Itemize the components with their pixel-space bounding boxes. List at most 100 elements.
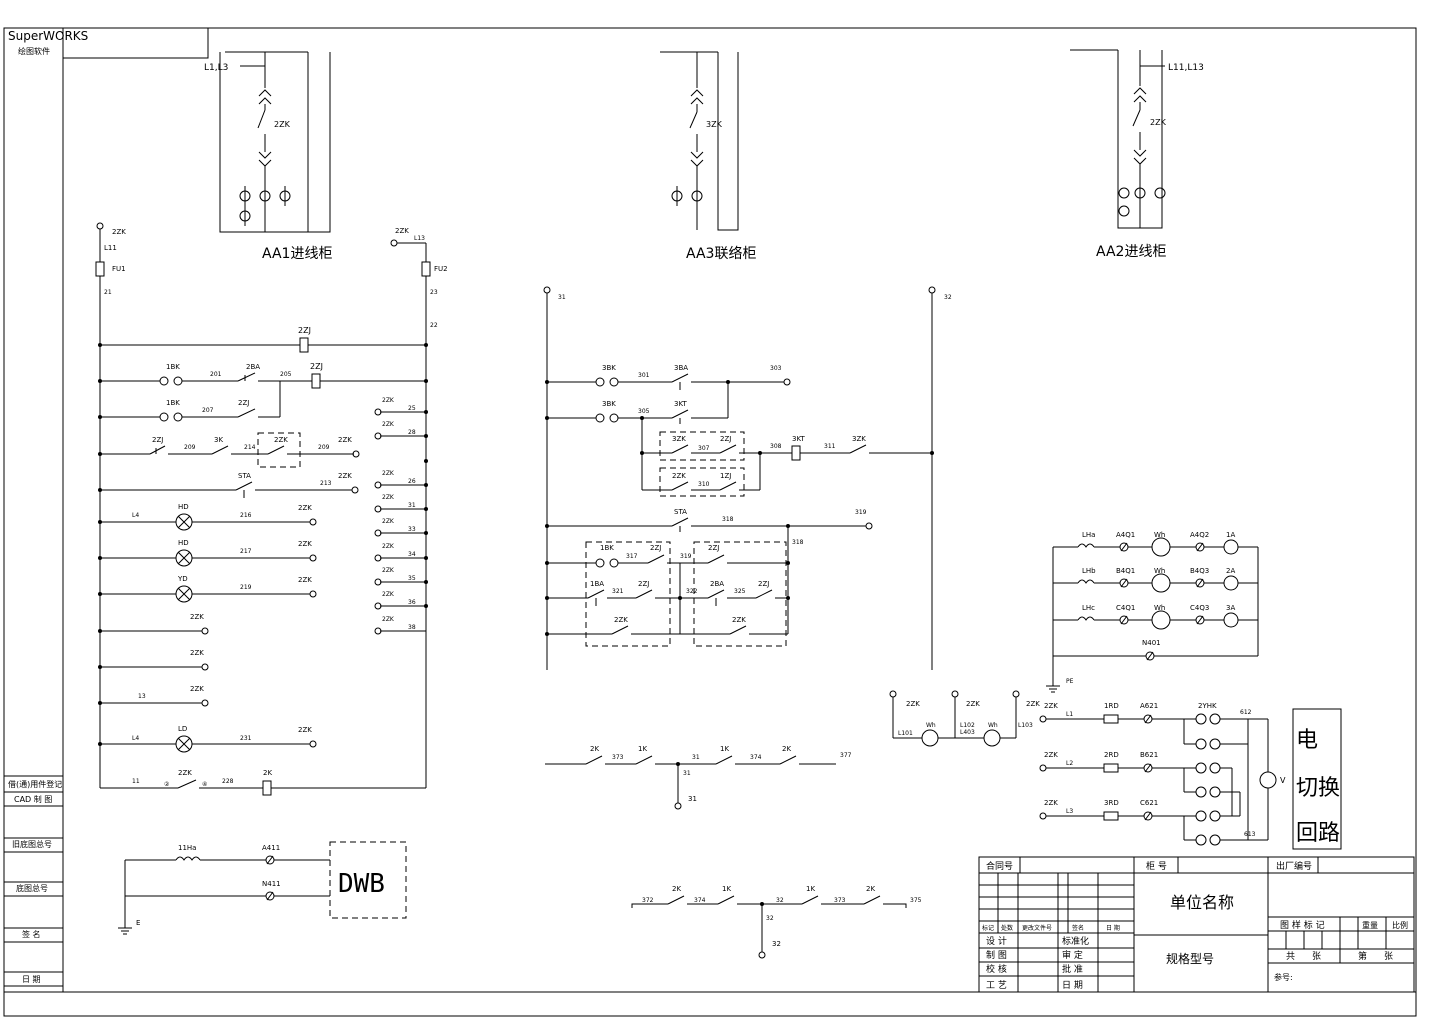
lc-r8-end: 2ZK	[190, 613, 204, 621]
lc-r6-end: 2ZK	[298, 540, 312, 548]
lc-r7-end: 2ZK	[298, 576, 312, 584]
side-title: 电 切换 回路	[1292, 708, 1342, 850]
left-control-circuit: 2ZK L11 FU1 21 2ZK L13 FU2 23 22 2ZJ 1BK…	[95, 222, 448, 796]
lc-top-label-2: L11	[104, 244, 117, 252]
lc-relay: 2ZJ	[298, 326, 311, 335]
margin-label-5: 签 名	[22, 929, 41, 939]
meter-r1-b: A4Q2	[1190, 531, 1209, 539]
lc-r3-sw: 3K	[214, 436, 223, 444]
mc2-h: 32	[766, 915, 774, 922]
vm-r5-l: L3	[1066, 808, 1073, 815]
lc-r3-sw2: 2ZK	[274, 436, 288, 444]
panel-aa3: 3ZK AA3联络柜	[660, 51, 756, 262]
tb-role2-1: 标准化	[1062, 935, 1089, 947]
lc-r2-a: 1BK	[166, 399, 180, 407]
aa3-title: AA3联络柜	[686, 246, 756, 262]
mini-circuit-2: 372 2K 374 1K 32 1K 373 2K 375 32 32	[631, 885, 922, 959]
vm-r3-a: 2ZK	[1044, 751, 1058, 759]
tb-role2-3: 批 准	[1062, 963, 1083, 975]
lc-r11-end: 2ZK	[298, 726, 312, 734]
lc-r1-w: 201	[210, 371, 222, 378]
tb-role2-2: 审 定	[1062, 949, 1083, 961]
center-circuit: 31 32 3BK 301 3BA 303 3BK 305 3KT	[543, 286, 952, 670]
vm-r5-a: 2ZK	[1044, 799, 1058, 807]
meter-r3-wh: Wh	[1154, 604, 1165, 612]
logo-brand: SuperWORKS	[8, 29, 88, 43]
cc-r7-a: 1BA	[590, 580, 604, 588]
lc-rt-3: 2ZK	[382, 470, 395, 477]
voltmeter-circuit: 2ZK Wh L101 2ZK L102 L403 Wh 2ZK L103	[889, 690, 1286, 846]
tb-col1-1: 标记	[982, 924, 994, 932]
tb-weight: 重量	[1362, 920, 1378, 930]
logo-subtitle: 绘图软件	[18, 46, 50, 56]
vm-r5-fu: 3RD	[1104, 799, 1119, 807]
meter-r3-m: 3A	[1226, 604, 1235, 612]
tb-unit: 单位名称	[1170, 893, 1234, 912]
tb-sheets: 张	[1312, 951, 1321, 962]
vm-top-l: L101	[898, 730, 913, 737]
vm-top-b: 2ZK	[966, 700, 980, 708]
dwb-circuit: DWB 11Ha A411 N411 E	[118, 841, 407, 935]
mc1-g: 31	[688, 795, 697, 803]
mc2-c: 1K	[722, 885, 731, 893]
mc2-e: 2K	[866, 885, 875, 893]
vm-r1-fu: 1RD	[1104, 702, 1119, 710]
lc-r2-sw: 2ZJ	[238, 399, 249, 407]
dwb-ct: 11Ha	[178, 844, 196, 852]
lc-rn-1: 25	[408, 405, 416, 412]
meter-r2-ct: LHb	[1082, 567, 1096, 575]
cc-r6-a: 1BK	[600, 544, 614, 552]
mc1-w2: 374	[750, 754, 762, 761]
lc-right-terminals: 2ZK 2ZK 2ZK 2ZK 2ZK 2ZK 2ZK 2ZK 2ZK 25 2…	[374, 397, 426, 635]
tb-col1-3: 更改文件号	[1022, 924, 1052, 932]
mc1-f: 31	[683, 770, 691, 777]
vm-r1-a: 2ZK	[1044, 702, 1058, 710]
lc-rn-4: 31	[408, 502, 416, 509]
mini-circuit-1: 2K 373 1K 31 1K 374 2K 377 31 31	[545, 745, 852, 810]
lc-r10-end: 2ZK	[190, 685, 204, 693]
cc-r4-c2: 1ZJ	[720, 472, 731, 480]
meter-r3-b: C4Q3	[1190, 604, 1209, 612]
mc1-d: 2K	[782, 745, 791, 753]
aa2-breaker: 2ZK	[1150, 118, 1167, 127]
vm-top-c: L102	[960, 722, 975, 729]
aa1-breaker: 2ZK	[274, 120, 291, 129]
mc1-w: 373	[612, 754, 624, 761]
panel-aa2: L11,L13 2ZK AA2进线柜	[1070, 49, 1204, 260]
title-block: 合同号 柜 号 出厂编号 单位名称 规格型号 标记 处数 更改文件号 签名 日 …	[978, 856, 1415, 993]
cc-r5-w: 318	[722, 516, 734, 523]
metering-circuit: LHa A4Q1 Wh A4Q2 1A LHb B4Q1 Wh B4Q3 2A …	[1046, 531, 1259, 693]
lc-r7-w: 219	[240, 584, 252, 591]
cc-r4-c1: 2ZK	[672, 472, 686, 480]
vm-top-e: 2ZK	[1026, 700, 1040, 708]
lc-top-label-9: 22	[430, 322, 438, 329]
lc-r1-coil: 2ZJ	[310, 362, 323, 371]
cc-r8-c2: 2ZK	[732, 616, 746, 624]
cc-r7-w: 321	[612, 588, 624, 595]
tb-role-4: 工 艺	[986, 980, 1007, 991]
cc-r4-w: 310	[698, 481, 710, 488]
mc2-n: 32	[776, 897, 784, 904]
dwb-label: DWB	[338, 869, 385, 899]
lc-rn-9: 38	[408, 624, 416, 631]
lc-r12-n1: ②	[164, 781, 170, 788]
cc-r6-c2: 2ZJ	[708, 544, 719, 552]
lc-top-label-5: 2ZK	[395, 227, 409, 235]
tb-total: 共	[1286, 951, 1295, 962]
dwb-n: N411	[262, 880, 281, 888]
lc-rt-1: 2ZK	[382, 397, 395, 404]
vm-r1-sw: 2YHK	[1198, 702, 1217, 710]
aa2-title: AA2进线柜	[1096, 244, 1166, 260]
lc-r5-a: L4	[132, 512, 139, 519]
cc-r3-sw: 3ZK	[852, 435, 866, 443]
tb-role-1: 设 计	[986, 935, 1007, 947]
cc-r2-w: 305	[638, 408, 650, 415]
mc1-a: 2K	[590, 745, 599, 753]
mc2-f: 375	[910, 897, 922, 904]
lc-r4-w: 213	[320, 480, 332, 487]
vm-r5-w: C621	[1140, 799, 1158, 807]
mc2-a: 372	[642, 897, 654, 904]
vm-top-wh: Wh	[926, 722, 936, 729]
inner-frame	[62, 27, 1417, 993]
mc1-n: 31	[692, 754, 700, 761]
